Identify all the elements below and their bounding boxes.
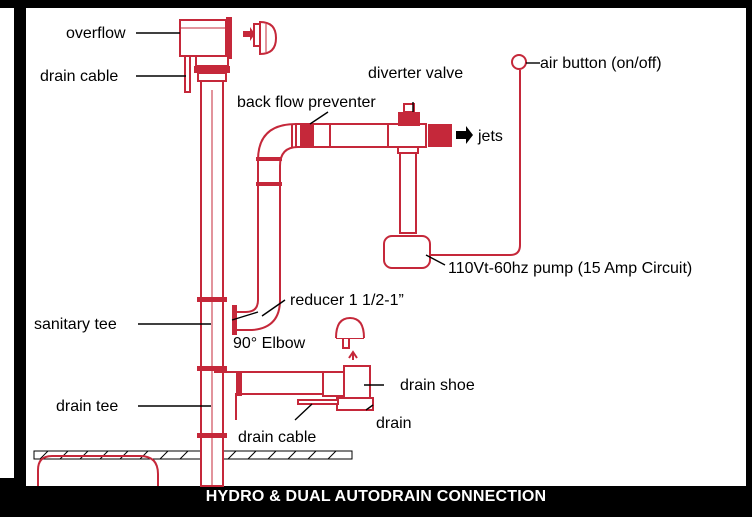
label-pump: 110Vt-60hz pump (15 Amp Circuit): [448, 260, 692, 277]
drain-shoe: [343, 365, 371, 399]
label-drain-cable-top: drain cable: [40, 68, 118, 85]
drain-arm: [214, 316, 374, 420]
leader-lines: [136, 32, 540, 421]
diverter-valve: [398, 112, 420, 126]
overflow-fitting: [179, 17, 278, 82]
arrow-icon: [243, 27, 255, 41]
label-air-button: air button (on/off): [540, 55, 662, 72]
diagram-title: HYDRO & DUAL AUTODRAIN CONNECTION: [205, 488, 547, 505]
label-drain-cable-bottom: drain cable: [238, 429, 316, 446]
pump: [383, 235, 431, 269]
label-elbow: 90° Elbow: [233, 335, 306, 352]
label-back-flow-preventer: back flow preventer: [237, 94, 376, 111]
label-drain: drain: [376, 415, 412, 432]
drain-cable-top: [184, 55, 191, 93]
label-diverter-valve: diverter valve: [368, 65, 463, 82]
label-sanitary-tee: sanitary tee: [34, 316, 117, 333]
hydro-piping: [232, 54, 527, 335]
label-reducer: reducer 1 1/2-1”: [290, 292, 404, 309]
label-jets: jets: [477, 128, 503, 145]
coupling-band: [197, 366, 227, 371]
coupling-band: [197, 433, 227, 438]
air-button: [511, 54, 527, 70]
back-flow-preventer: [300, 124, 314, 147]
coupling-band: [197, 297, 227, 302]
label-overflow: overflow: [66, 25, 126, 42]
left-panel-strip: [0, 8, 14, 478]
drain-cable-bottom: [297, 399, 339, 405]
arrow-icon: [456, 126, 473, 144]
label-drain-shoe: drain shoe: [400, 377, 475, 394]
floor-drain-pipe: [37, 455, 159, 486]
arrow-icon: [348, 350, 358, 360]
label-drain-tee: drain tee: [56, 398, 118, 415]
